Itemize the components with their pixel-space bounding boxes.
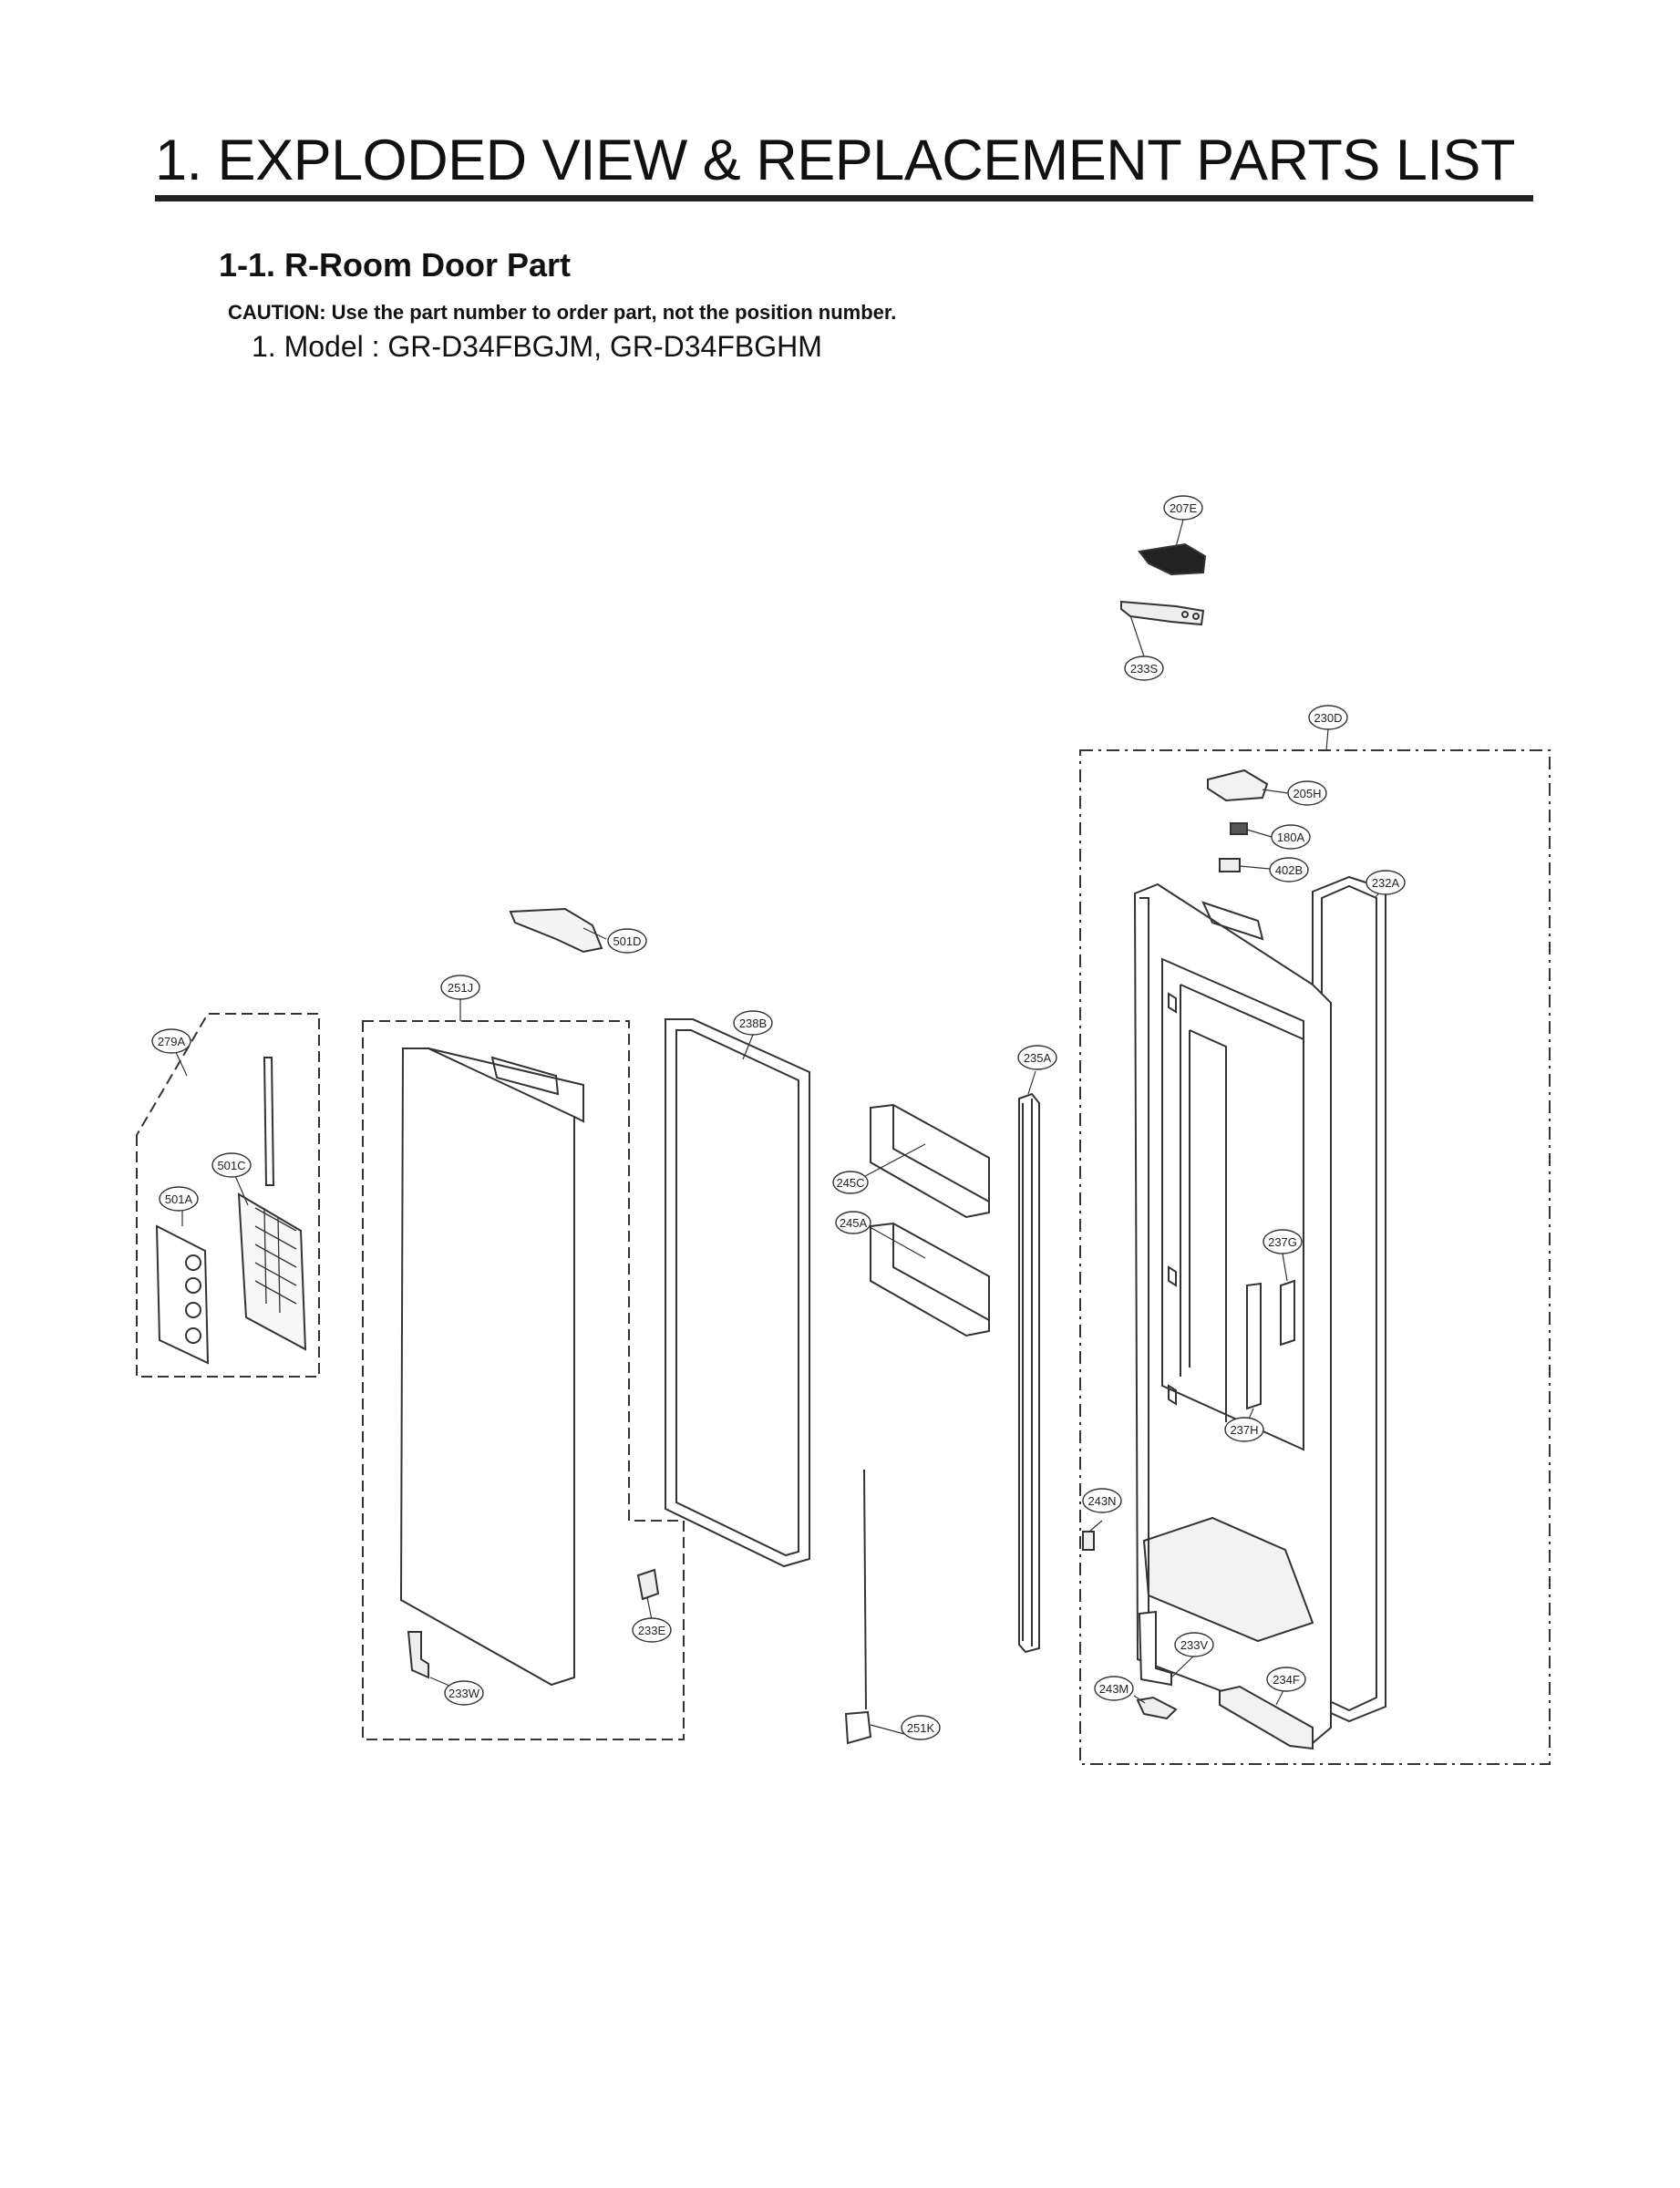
svg-text:402B: 402B [1275, 863, 1303, 877]
callout-245c: 245C [832, 1171, 869, 1194]
part-501d [509, 907, 603, 954]
svg-text:235A: 235A [1024, 1051, 1052, 1065]
callout-501a: 501A [159, 1186, 199, 1212]
part-402b [1219, 858, 1241, 872]
model-line: 1. Model : GR-D34FBGJM, GR-D34FBGHM [252, 330, 822, 363]
part-245c-bin [870, 1103, 990, 1219]
svg-text:245A: 245A [840, 1216, 868, 1230]
svg-text:233E: 233E [638, 1624, 666, 1637]
part-251k [844, 1469, 872, 1745]
svg-text:233W: 233W [448, 1687, 480, 1700]
svg-text:501D: 501D [613, 934, 641, 948]
callout-235a: 235A [1017, 1045, 1057, 1070]
callout-237h: 237H [1224, 1417, 1264, 1442]
callout-207e: 207E [1163, 495, 1203, 521]
callout-501d: 501D [607, 928, 647, 954]
group-box-251j [362, 1020, 685, 1740]
callout-233v: 233V [1174, 1632, 1214, 1657]
part-237g [1280, 1279, 1295, 1347]
callout-232a: 232A [1366, 870, 1406, 895]
svg-text:501A: 501A [165, 1192, 193, 1206]
callout-251j: 251J [440, 975, 480, 1000]
page-title: 1. EXPLODED VIEW & REPLACEMENT PARTS LIS… [155, 129, 1515, 192]
callout-243m: 243M [1094, 1676, 1134, 1701]
part-205h [1207, 769, 1269, 802]
svg-text:230D: 230D [1314, 711, 1342, 725]
title-underline [155, 195, 1533, 201]
callout-234f: 234F [1266, 1667, 1306, 1692]
group-box-230d [1079, 749, 1551, 1765]
callout-501c: 501C [211, 1152, 252, 1178]
svg-text:251K: 251K [907, 1721, 935, 1735]
svg-text:279A: 279A [158, 1035, 186, 1048]
svg-text:501C: 501C [217, 1159, 245, 1172]
svg-text:233V: 233V [1180, 1638, 1209, 1652]
svg-text:243N: 243N [1087, 1494, 1116, 1508]
svg-text:243M: 243M [1099, 1682, 1129, 1696]
part-243n [1082, 1531, 1095, 1551]
part-245a-bin [870, 1222, 990, 1337]
part-180a [1230, 822, 1248, 835]
part-237h [1246, 1282, 1262, 1410]
svg-text:180A: 180A [1277, 831, 1305, 844]
callout-237g: 237G [1263, 1229, 1303, 1254]
callout-279a: 279A [151, 1028, 191, 1054]
callout-233s: 233S [1124, 655, 1164, 681]
callout-230d: 230D [1308, 705, 1348, 730]
part-501a [155, 1224, 210, 1365]
part-251j-door [399, 1048, 575, 1687]
callout-180a: 180A [1271, 824, 1311, 850]
svg-text:237G: 237G [1268, 1235, 1297, 1249]
callout-238b: 238B [733, 1010, 773, 1036]
part-233s [1120, 600, 1205, 626]
svg-text:233S: 233S [1130, 662, 1159, 676]
group-box-279a [136, 1013, 320, 1378]
svg-text:245C: 245C [836, 1176, 864, 1190]
callout-251k: 251K [901, 1715, 941, 1740]
callout-245a: 245A [835, 1211, 871, 1234]
svg-text:207E: 207E [1170, 501, 1198, 515]
svg-text:234F: 234F [1273, 1673, 1300, 1687]
svg-text:238B: 238B [739, 1017, 767, 1030]
svg-text:232A: 232A [1372, 876, 1400, 890]
part-234f [1219, 1685, 1314, 1750]
callout-205h: 205H [1287, 780, 1327, 806]
part-235a-bar [1018, 1092, 1040, 1654]
part-233v [1138, 1610, 1172, 1687]
caution-note: CAUTION: Use the part number to order pa… [228, 301, 897, 324]
callout-402b: 402B [1269, 857, 1309, 882]
part-233w [407, 1631, 429, 1679]
section-title: 1-1. R-Room Door Part [219, 246, 572, 284]
part-233e [636, 1568, 660, 1601]
callout-243n: 243N [1082, 1488, 1122, 1513]
callout-233w: 233W [444, 1680, 484, 1706]
part-238b-gasket [665, 1018, 810, 1568]
svg-text:237H: 237H [1230, 1423, 1258, 1437]
part-207e [1138, 542, 1207, 576]
callout-233e: 233E [632, 1617, 672, 1643]
svg-text:205H: 205H [1293, 787, 1321, 800]
part-243m [1136, 1696, 1178, 1720]
svg-text:251J: 251J [448, 981, 473, 995]
